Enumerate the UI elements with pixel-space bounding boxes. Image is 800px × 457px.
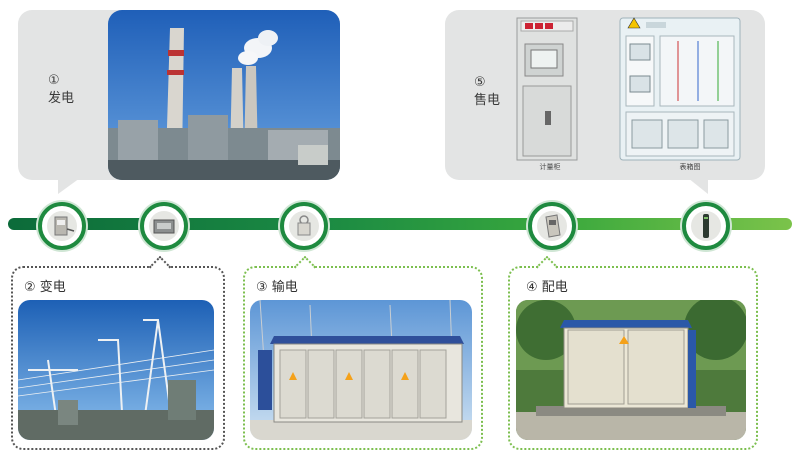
cabinet-caption: 计量柜	[539, 163, 561, 171]
stage-transformation-label: ② 变电	[24, 276, 66, 295]
meter-box-image	[618, 16, 742, 162]
stage-sales-label: ⑤ 售电	[474, 74, 500, 110]
stick-device-icon	[691, 211, 721, 241]
timeline-node-transformation[interactable]	[140, 202, 188, 250]
stage-distribution-label: ④ 配电	[526, 276, 568, 295]
stage-transformation-name: 变电	[39, 280, 66, 295]
power-plant-photo	[108, 10, 340, 180]
timeline-node-generation[interactable]	[38, 202, 86, 250]
timeline-node-sales[interactable]	[682, 202, 730, 250]
timeline-track	[8, 218, 792, 230]
stage-generation-number: ①	[48, 73, 60, 88]
stage-generation-label: ① 发电	[48, 72, 74, 108]
meter-box-caption: 表箱图	[679, 163, 701, 171]
stage-transformation-number: ②	[24, 280, 36, 295]
stage-transmission-label: ③ 输电	[256, 276, 298, 295]
terminal-device-icon	[149, 211, 179, 241]
stage-distribution-number: ④	[526, 280, 538, 295]
stage-generation-name: 发电	[48, 91, 75, 106]
stage-sales-name: 售电	[474, 93, 501, 108]
metering-cabinet-image	[515, 16, 579, 162]
distribution-box-photo	[516, 300, 746, 440]
timeline-node-transmission[interactable]	[280, 202, 328, 250]
timeline-node-distribution[interactable]	[528, 202, 576, 250]
callout-sales-tail	[688, 178, 708, 194]
sensor-device-icon	[289, 211, 319, 241]
meter-device-icon	[47, 211, 77, 241]
box-substation-photo	[250, 300, 472, 440]
stage-distribution-name: 配电	[541, 280, 568, 295]
probe-device-icon	[537, 211, 567, 241]
stage-transmission-number: ③	[256, 280, 268, 295]
substation-photo	[18, 300, 214, 440]
stage-sales-number: ⑤	[474, 75, 486, 90]
stage-transmission-name: 输电	[271, 280, 298, 295]
callout-generation-tail	[58, 178, 80, 194]
